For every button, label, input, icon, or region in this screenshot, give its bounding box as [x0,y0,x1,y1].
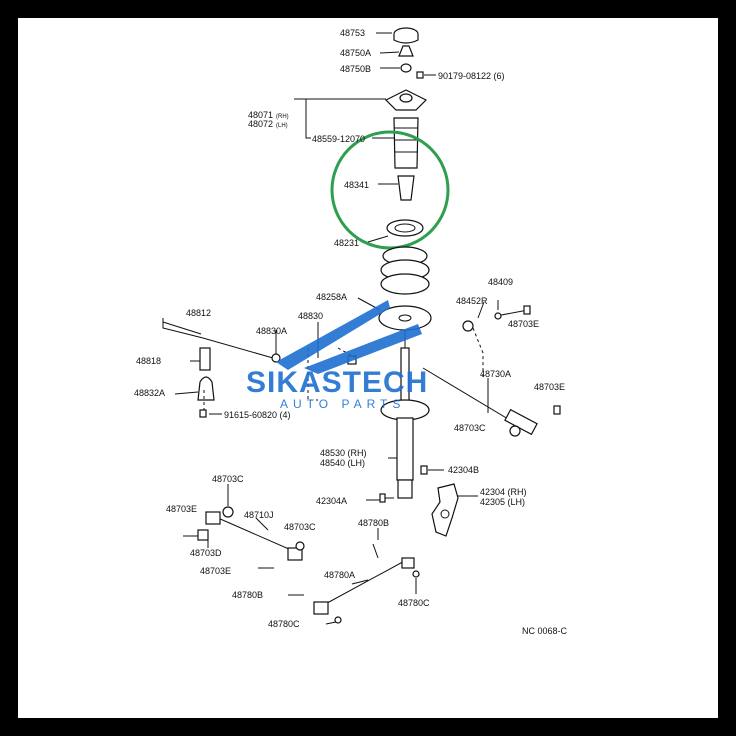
diagram-frame: SIKASTECH AUTO PARTS 48753 48750A 48750B… [18,18,718,718]
label-48559: 48559-12070 [312,134,365,144]
bolt-48703e-b [553,405,561,415]
label-42304a: 42304A [316,496,347,506]
label-48071-side: (RH) [276,114,289,120]
bolt-90179 [416,71,424,79]
bushing-48818 [199,347,211,371]
label-48812: 48812 [186,308,211,318]
bolt-42304b [420,465,428,475]
washer-48703e-a [494,312,502,320]
arm-48780a [313,557,415,615]
label-42305: 42305 (LH) [480,497,525,507]
label-48710j: 48710J [244,510,274,520]
label-48072: 48072 [248,119,273,129]
label-48703c-a: 48703C [454,423,486,433]
stabilizer-bar-48812 [162,318,274,359]
knuckle-42304 [431,483,459,537]
label-42304b: 42304B [448,465,479,475]
label-48830: 48830 [298,311,323,321]
watermark-swoosh-2 [304,324,422,374]
bush-48703d [197,529,209,541]
label-48703e-c: 48703E [166,504,197,514]
label-48730a: 48730A [480,369,511,379]
nut-48703c-b [222,506,234,518]
label-48703c-b: 48703C [212,474,244,484]
label-48452r: 48452R [456,296,488,306]
nut-48703c-a [509,425,521,437]
bolt-48780b-a [372,543,379,559]
label-48540: 48540 (LH) [320,458,365,468]
label-48818: 48818 [136,356,161,366]
label-42304: 42304 (RH) [480,487,527,497]
watermark-tagline: AUTO PARTS [280,397,405,411]
nut-48780c-a [334,616,342,624]
bracket-48832a [197,376,215,401]
label-90179: 90179-08122 (6) [438,71,505,81]
bumper-48559 [393,117,419,169]
diagram-code: NC 0068-C [522,626,568,636]
mount-cap-48753 [393,27,419,44]
label-48750b: 48750B [340,64,371,74]
nut-48452r [462,320,474,332]
label-48780b-b: 48780B [232,590,263,600]
label-48753: 48753 [340,28,365,38]
label-48231: 48231 [334,238,359,248]
bolt-42304a [379,493,394,503]
arm-48710j [205,511,303,561]
dashed-guides [203,327,484,410]
label-48530: 48530 (RH) [320,448,367,458]
label-91615: 91615-60820 (4) [224,410,291,420]
label-48832a: 48832A [134,388,165,398]
label-48072-side: (LH) [276,123,288,129]
label-48780c-a: 48780C [268,619,300,629]
highlight-circle [330,130,450,250]
nut-48703c-c [295,541,305,551]
watermark: SIKASTECH AUTO PARTS [246,300,428,411]
label-48703e-a: 48703E [508,319,539,329]
bolt-91615 [199,409,207,418]
suspension-diagram: SIKASTECH AUTO PARTS 48753 48750A 48750B… [134,27,568,636]
label-48703e-d: 48703E [200,566,231,576]
washer-48750b [400,63,412,73]
watermark-brand: SIKASTECH [246,366,428,399]
label-48780c-b: 48780C [398,598,430,608]
insulator-48231 [386,219,424,237]
nut-48780c-b [412,570,420,578]
label-48341: 48341 [344,180,369,190]
support-48071 [384,89,428,111]
watermark-swoosh [276,300,390,370]
label-48780b-a: 48780B [358,518,389,528]
shock-absorber-48530 [380,330,430,499]
label-48703d: 48703D [190,548,222,558]
bound-stopper-48341 [397,175,415,201]
label-48750a: 48750A [340,48,371,58]
label-48703c-c: 48703C [284,522,316,532]
leader-lines [174,32,499,625]
part-labels: 48753 48750A 48750B 90179-08122 (6) 4807… [134,28,568,636]
label-48830a: 48830A [256,326,287,336]
coil-spring [380,246,430,295]
label-48780a: 48780A [324,570,355,580]
label-48071: 48071 [248,110,273,120]
label-48258a: 48258A [316,292,347,302]
label-48703e-b: 48703E [534,382,565,392]
label-48409: 48409 [488,277,513,287]
nut-48750a [398,45,414,57]
